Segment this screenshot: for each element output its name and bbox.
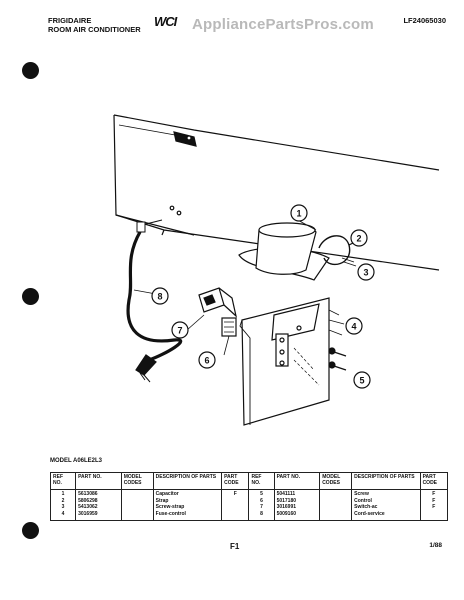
binder-hole-top [22,62,39,79]
callout-5: 5 [353,371,371,389]
header-ref-no-right: REF NO. [248,472,275,490]
mounting-screws [328,347,347,371]
header-brand-block: FRIGIDAIRE ROOM AIR CONDITIONER [48,16,141,34]
header-part-no-right: PART NO. [273,472,321,490]
left-part-codes: F [221,489,250,521]
cabinet-back-panel [113,114,440,271]
callout-7: 7 [171,314,205,339]
left-model-codes [120,489,154,521]
svg-text:5: 5 [359,376,364,386]
exploded-parts-diagram: 1 2 3 4 5 6 7 8 [113,114,440,426]
svg-text:1: 1 [296,209,301,219]
binder-hole-bottom [22,522,39,539]
logo-mark: WCI [154,14,177,29]
header-description-right: DESCRIPTION OF PARTS [351,472,421,490]
right-model-codes [319,489,353,521]
header-part-code-right: PART CODE [419,472,449,490]
callout-2: 2 [350,229,368,247]
header-model-codes-right: MODEL CODES [319,472,353,490]
parts-table: REF NO. PART NO. MODEL CODES DESCRIPTION… [49,472,449,521]
control-bracket-plate [239,297,343,426]
svg-text:4: 4 [351,322,356,332]
callout-8: 8 [133,287,169,305]
binder-hole-middle [22,288,39,305]
callout-4: 4 [328,317,363,335]
watermark-text: AppliancePartsPros.com [192,16,374,33]
header-part-code: PART CODE [221,472,250,490]
callout-1: 1 [290,204,317,231]
document-number: LF24065030 [403,16,446,25]
revision-date: 1/88 [429,542,442,549]
header-model-codes: MODEL CODES [120,472,154,490]
svg-text:7: 7 [177,326,182,336]
page-label: F1 [230,542,240,551]
header-ref-no: REF NO. [49,472,77,490]
parts-diagram-page: FRIGIDAIRE ROOM AIR CONDITIONER WCI Appl… [44,10,454,590]
product-name: ROOM AIR CONDITIONER [48,25,141,34]
header-part-no: PART NO. [75,472,122,490]
capacitor-part [238,222,330,281]
callout-3: 3 [357,263,375,281]
brand-name: FRIGIDAIRE [48,16,92,25]
svg-text:3: 3 [363,268,368,278]
svg-text:6: 6 [204,356,209,366]
svg-text:8: 8 [157,292,162,302]
header-description: DESCRIPTION OF PARTS [152,472,223,490]
switch-control-assembly [198,287,237,356]
model-line: MODEL A06LE2L3 [50,458,103,464]
service-cord [126,219,183,383]
parts-table-header: REF NO. PART NO. MODEL CODES DESCRIPTION… [49,472,449,490]
callout-6: 6 [198,351,216,369]
svg-text:2: 2 [356,234,361,244]
